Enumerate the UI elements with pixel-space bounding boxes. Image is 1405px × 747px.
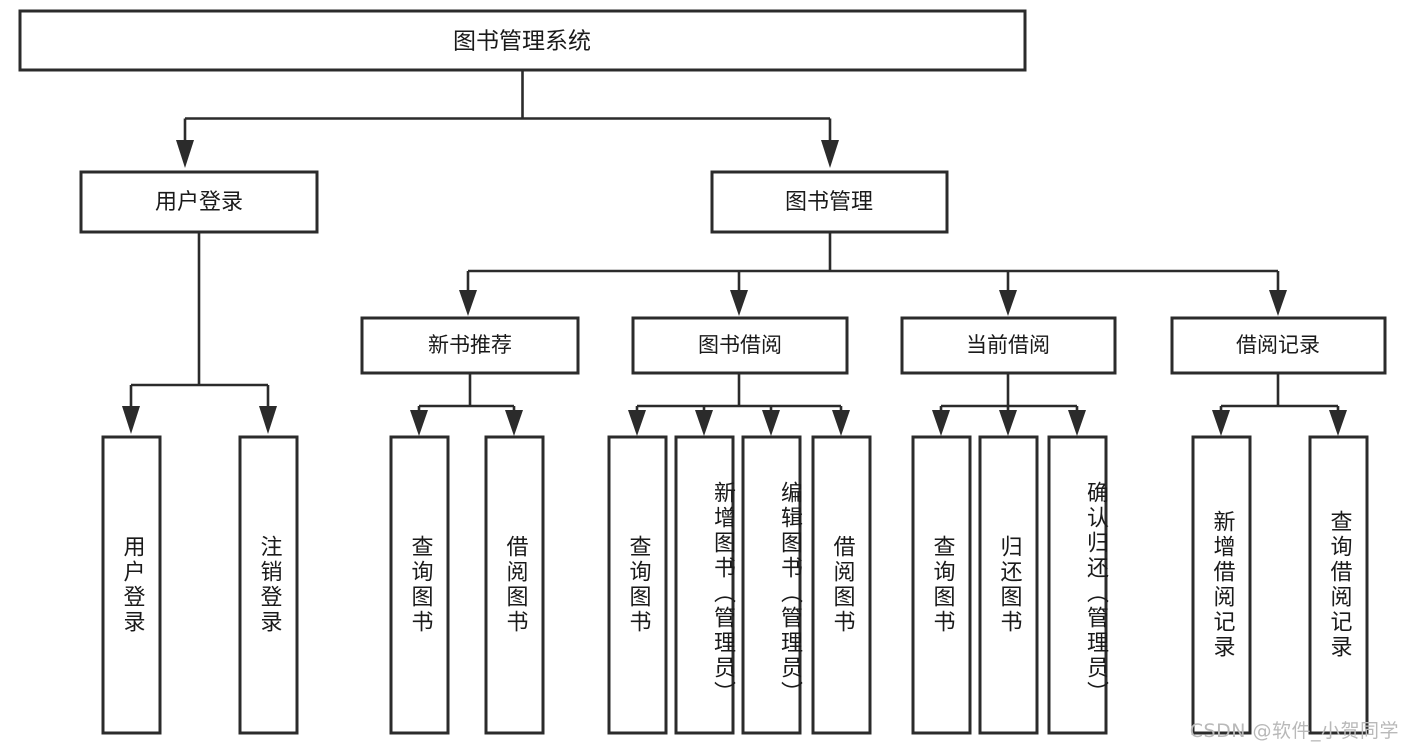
- node-borrow-records-label: 借阅记录: [1236, 333, 1320, 357]
- connector-group-borrow-record: [1212, 373, 1347, 436]
- arrow-head-leaf-query1: [410, 410, 428, 436]
- connector-group-new-book: [410, 373, 523, 436]
- node-leaf-logout-box[interactable]: [238, 435, 299, 735]
- node-new-book-recommend-label: 新书推荐: [428, 333, 512, 357]
- node-user-login-label: 用户登录: [155, 190, 243, 215]
- arrow-head-leaf-logout: [259, 406, 277, 434]
- node-leaf-add-record-box[interactable]: [1191, 435, 1252, 735]
- node-leaf-return-book-box[interactable]: [978, 435, 1039, 735]
- node-root-label: 图书管理系统: [453, 29, 591, 55]
- node-book-manage-box[interactable]: [710, 170, 949, 234]
- arrow-head-new-book: [459, 290, 477, 316]
- node-leaf-borrow-book-1-box[interactable]: [484, 435, 545, 735]
- arrow-head-leaf-add-book: [695, 410, 713, 436]
- arrow-head-leaf-confirm-return: [1068, 410, 1086, 436]
- node-book-borrow-label: 图书借阅: [698, 333, 782, 357]
- node-current-borrow[interactable]: 当前借阅: [900, 316, 1117, 375]
- node-book-manage[interactable]: 图书管理: [710, 170, 949, 234]
- connector-group-book-manage: [459, 232, 1287, 316]
- arrow-head-borrow-record: [1269, 290, 1287, 316]
- node-leaf-query-book-1-box[interactable]: [389, 435, 450, 735]
- arrow-head-leaf-query-record: [1329, 410, 1347, 436]
- arrow-head-leaf-login: [122, 406, 140, 434]
- node-user-login-box[interactable]: [79, 170, 319, 234]
- arrow-head-leaf-borrow1: [505, 410, 523, 436]
- arrow-head-current-borrow: [999, 290, 1017, 316]
- node-book-manage-label: 图书管理: [785, 190, 873, 215]
- arrow-head-leaf-query3: [932, 410, 950, 436]
- node-leaf-login-box[interactable]: [101, 435, 162, 735]
- node-root-box[interactable]: [18, 9, 1027, 72]
- arrow-head-leaf-borrow2: [832, 410, 850, 436]
- node-leaf-borrow-book-2-box[interactable]: [811, 435, 872, 735]
- node-root[interactable]: 图书管理系统: [18, 9, 1027, 72]
- node-user-login[interactable]: 用户登录: [79, 170, 319, 234]
- arrow-head-book-manage: [821, 140, 839, 168]
- node-borrow-records[interactable]: 借阅记录: [1170, 316, 1387, 375]
- arrow-head-leaf-add-record: [1212, 410, 1230, 436]
- connector-group-current-borrow: [932, 373, 1086, 436]
- node-new-book-recommend-box[interactable]: [360, 316, 580, 375]
- node-current-borrow-label: 当前借阅: [966, 333, 1050, 357]
- node-leaf-query-book-3-box[interactable]: [911, 435, 972, 735]
- node-leaf-confirm-return-box[interactable]: [1047, 435, 1108, 735]
- arrow-head-leaf-edit-book: [762, 410, 780, 436]
- arrow-head-leaf-return: [999, 410, 1017, 436]
- arrow-head-book-borrow: [730, 290, 748, 316]
- connector-group-root: [176, 70, 839, 168]
- node-book-borrow-box[interactable]: [631, 316, 849, 375]
- arrow-head-leaf-query2: [628, 410, 646, 436]
- node-leaf-query-book-2-box[interactable]: [607, 435, 668, 735]
- arrow-head-user-login: [176, 140, 194, 168]
- node-new-book-recommend[interactable]: 新书推荐: [360, 316, 580, 375]
- node-leaf-query-record-box[interactable]: [1308, 435, 1369, 735]
- node-leaf-edit-book-box[interactable]: [741, 435, 802, 735]
- node-book-borrow[interactable]: 图书借阅: [631, 316, 849, 375]
- node-borrow-records-box[interactable]: [1170, 316, 1387, 375]
- node-current-borrow-box[interactable]: [900, 316, 1117, 375]
- connector-group-book-borrow: [628, 373, 850, 436]
- node-leaf-add-book-box[interactable]: [674, 435, 735, 735]
- csdn-watermark: CSDN @软件_小贺同学: [1189, 720, 1399, 742]
- connector-group-user-login: [122, 232, 277, 434]
